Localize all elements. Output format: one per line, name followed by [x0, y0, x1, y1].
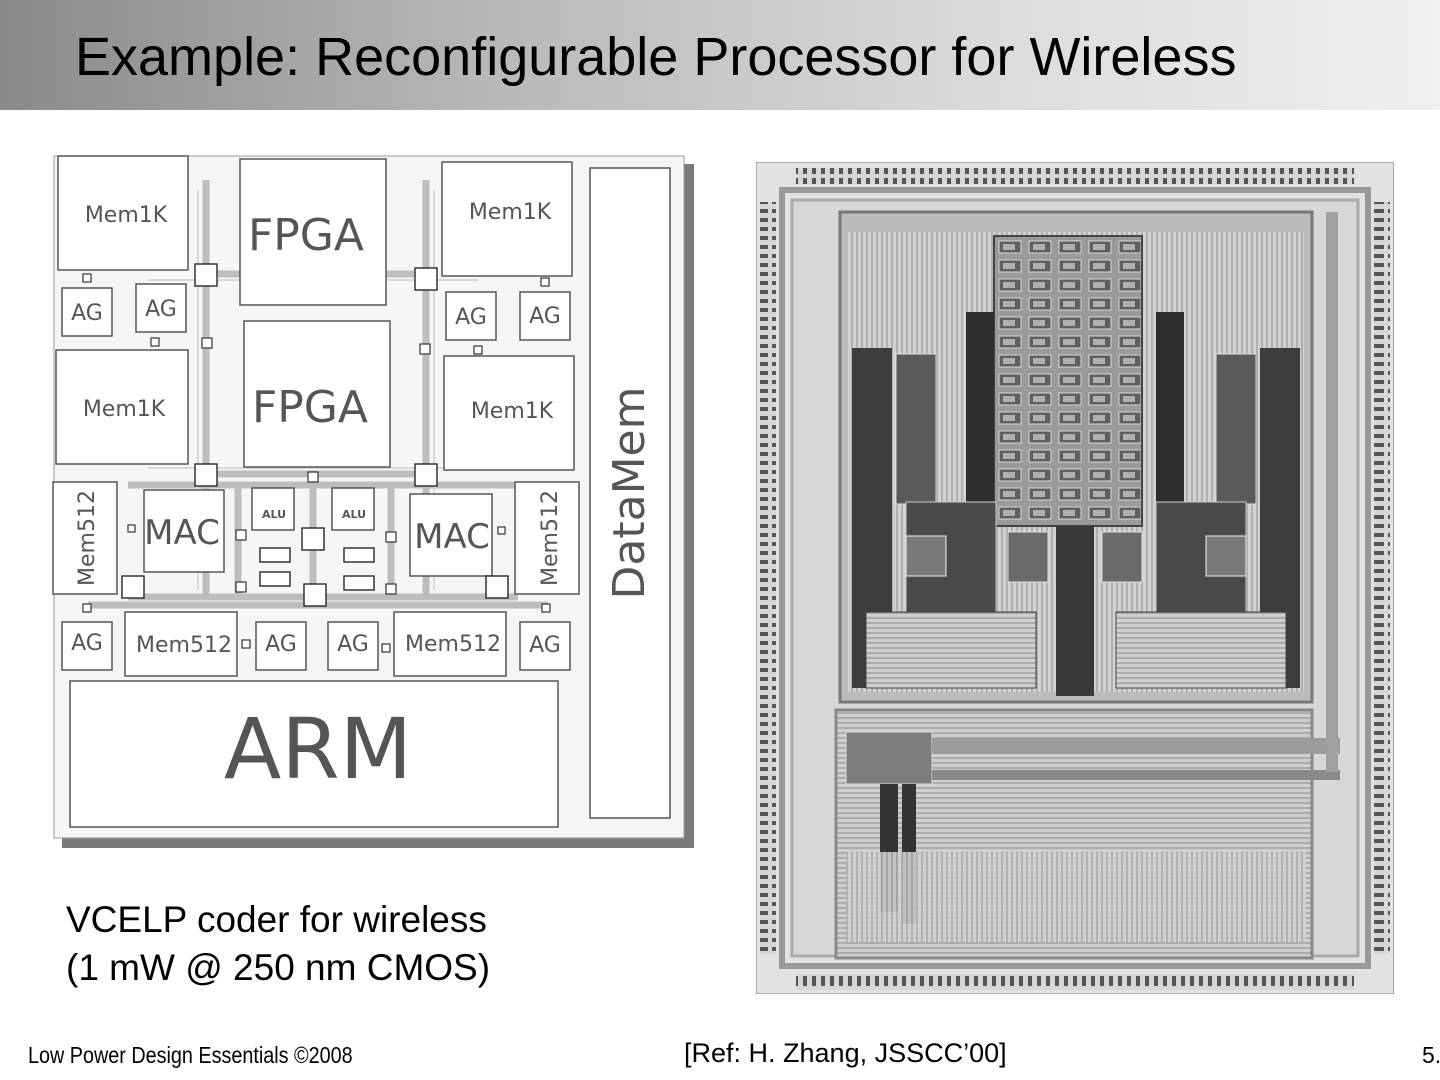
mem512-block	[124, 611, 238, 677]
mem512-label: Mem512	[405, 632, 501, 657]
ag-block	[519, 621, 571, 671]
mem1k-label: Mem1K	[469, 200, 552, 225]
datamem-block	[589, 167, 671, 819]
floorplan-diagram: Mem1K Mem1K Mem1K Mem1K AG AG AG AG AG A…	[52, 155, 694, 848]
mem1k-label: Mem1K	[85, 203, 168, 228]
ag-block	[61, 621, 113, 671]
ag-block	[61, 287, 113, 337]
arm-block	[69, 680, 559, 828]
ag-block	[255, 621, 307, 671]
ag-label: AG	[145, 297, 177, 322]
fpga-block	[243, 320, 391, 468]
mac-block	[409, 493, 493, 577]
reference: [Ref: H. Zhang, JSSCC’00]	[684, 1038, 1007, 1068]
ag-label: AG	[455, 305, 487, 330]
mac-label: MAC	[414, 517, 490, 557]
ag-block	[445, 291, 497, 341]
ag-block	[135, 283, 187, 333]
ag-label: AG	[265, 632, 297, 657]
fpga-label: FPGA	[248, 210, 364, 261]
mem512-block	[514, 481, 580, 595]
mem1k-label: Mem1K	[471, 399, 554, 424]
title-bar	[0, 0, 1440, 110]
ag-label: AG	[529, 633, 561, 658]
mem1k-block	[443, 355, 575, 471]
alu-label: ALU	[342, 508, 366, 521]
mem512-label: Mem512	[136, 633, 232, 658]
fpga-label: FPGA	[252, 382, 368, 433]
caption: VCELP coder for wireless (1 mW @ 250 nm …	[66, 896, 490, 992]
ag-label: AG	[71, 631, 103, 656]
mem512-block	[393, 611, 507, 677]
alu-label: ALU	[262, 508, 286, 521]
chip-die-photo	[756, 162, 1394, 994]
mac-block	[143, 489, 225, 573]
mem1k-block	[441, 161, 573, 277]
ag-label: AG	[337, 632, 369, 657]
fpga-block	[239, 158, 387, 306]
datamem-label: DataMem	[604, 387, 655, 600]
slide-title: Example: Reconfigurable Processor for Wi…	[75, 27, 1237, 87]
mac-label: MAC	[144, 513, 220, 553]
mem1k-block	[55, 349, 189, 465]
arm-label: ARM	[224, 700, 412, 798]
mem512-label: Mem512	[538, 490, 563, 586]
alu-block	[251, 487, 295, 531]
ag-block	[327, 621, 379, 671]
mem1k-block	[57, 155, 189, 271]
footer-copyright: Low Power Design Essentials ©2008	[28, 1042, 353, 1068]
mem512-label: Mem512	[75, 490, 100, 586]
caption-line-1: VCELP coder for wireless	[66, 899, 487, 940]
mem512-block	[52, 481, 118, 595]
mem1k-label: Mem1K	[83, 397, 166, 422]
page-number: 5.	[1422, 1042, 1440, 1068]
alu-block	[331, 487, 375, 531]
ag-label: AG	[71, 301, 103, 326]
caption-line-2: (1 mW @ 250 nm CMOS)	[66, 947, 491, 988]
ag-label: AG	[529, 304, 561, 329]
ag-block	[519, 291, 571, 341]
